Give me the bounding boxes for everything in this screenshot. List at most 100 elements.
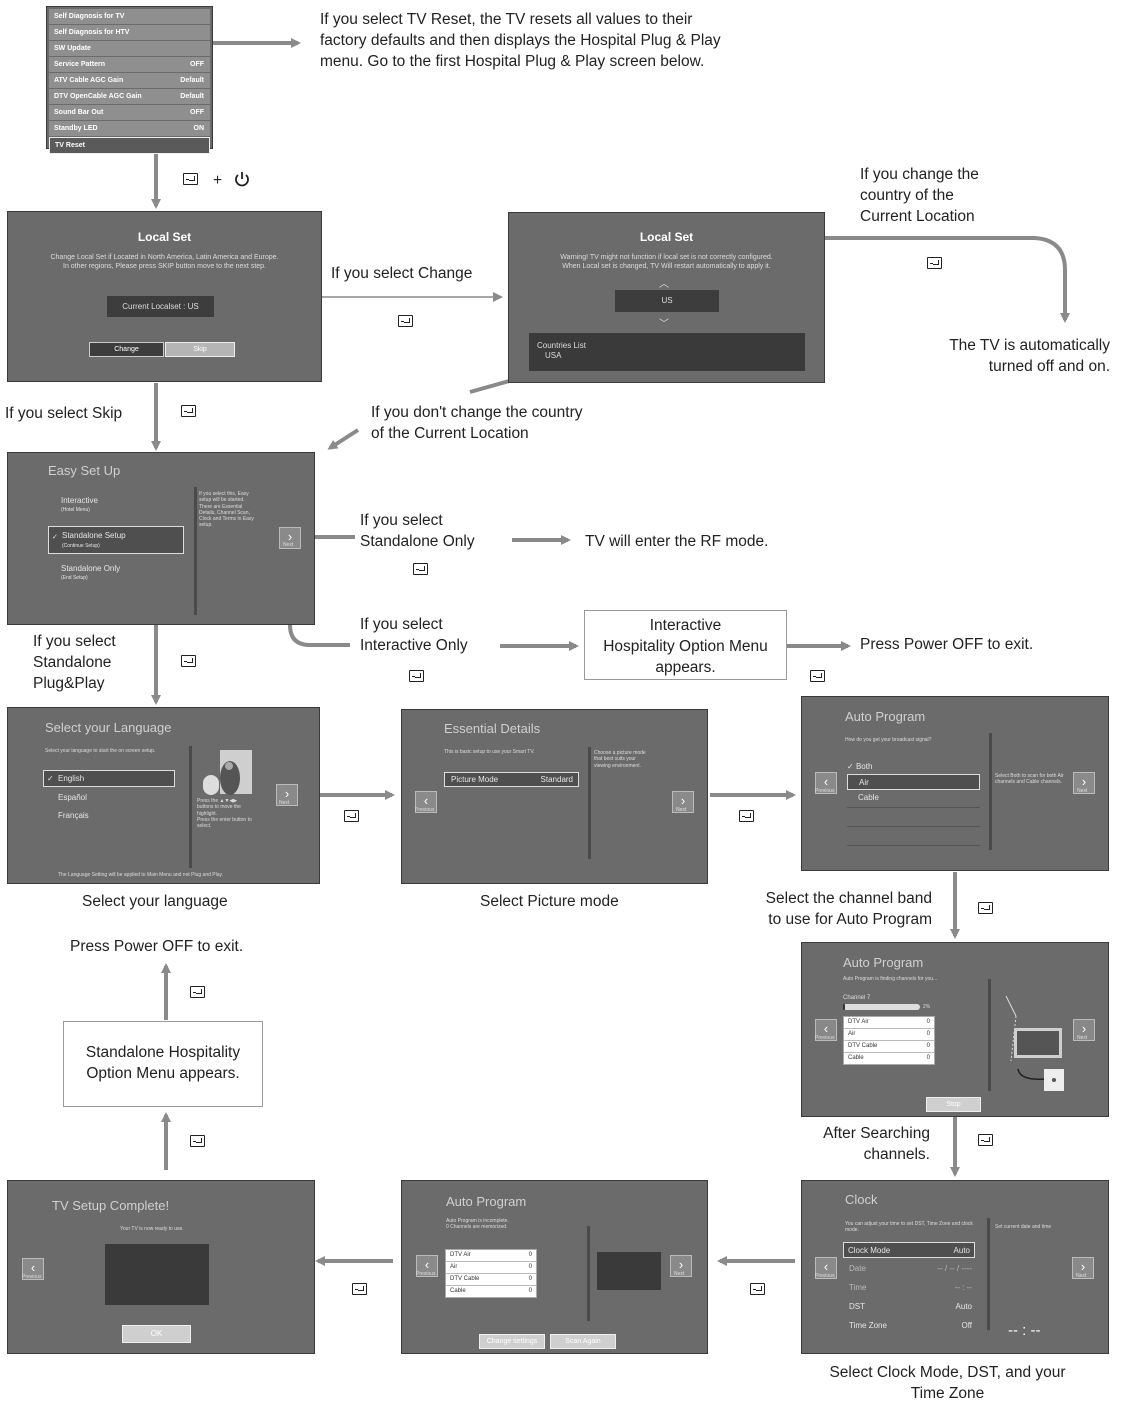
essential-details-screen: Essential Details This is basic setup to…: [401, 709, 708, 884]
list-item[interactable]: USA: [545, 351, 562, 360]
change-button[interactable]: Change: [89, 342, 164, 357]
service-menu-item[interactable]: SW Update: [49, 41, 210, 57]
option-sub: (End Setup): [61, 575, 88, 581]
option-standalone-setup[interactable]: ✓ Standalone Setup (Continue Setup): [48, 526, 184, 554]
previous-label: Previous: [815, 788, 835, 794]
picture-mode-row[interactable]: Picture Mode Standard: [444, 772, 579, 787]
text-line: select.: [197, 823, 212, 829]
service-menu-item[interactable]: Self Diagnosis for HTV: [49, 25, 210, 41]
text-line: There are Essential: [199, 503, 243, 510]
screen-title: Auto Program: [845, 709, 926, 724]
skip-button[interactable]: Skip: [165, 342, 235, 357]
row-value: -- / -- / ----: [937, 1264, 972, 1273]
option-both[interactable]: ✓ Both: [847, 762, 872, 771]
option-cable[interactable]: Cable: [858, 793, 879, 802]
enter-icon: [927, 257, 942, 269]
list-divider: [847, 845, 980, 846]
text-line: When Local set is changed, TV Will resta…: [562, 262, 771, 270]
menu-item-value: Default: [180, 77, 204, 84]
country-value[interactable]: US: [615, 290, 719, 312]
screen-title: TV Setup Complete!: [52, 1198, 170, 1213]
enter-icon: [183, 173, 198, 185]
note-line: The TV is automatically: [949, 337, 1110, 354]
note-line: Hospitality Option Menu: [603, 638, 768, 655]
next-button[interactable]: ›: [1072, 1257, 1094, 1279]
easy-setup-screen: Easy Set Up Interactive (Hotel Menu) ✓ S…: [7, 452, 315, 625]
ok-button[interactable]: OK: [122, 1325, 191, 1343]
change-settings-button[interactable]: Change settings: [479, 1334, 545, 1349]
menu-item-label: SW Update: [54, 45, 91, 52]
row-value: Auto: [955, 1302, 972, 1311]
screen-title: Local Set: [639, 230, 694, 244]
next-button[interactable]: ›: [1073, 772, 1095, 794]
previous-button[interactable]: ‹: [22, 1258, 44, 1280]
next-button[interactable]: ›: [1073, 1019, 1095, 1041]
menu-item-label: Self Diagnosis for HTV: [54, 29, 130, 36]
note-line: Select the channel band: [765, 890, 932, 907]
chevron-up-icon[interactable]: ︿: [659, 279, 669, 290]
note-line: Standalone Only: [360, 533, 475, 550]
previous-button[interactable]: ‹: [815, 1019, 837, 1041]
language-english[interactable]: ✓ English: [43, 770, 175, 787]
note-line: Select Clock Mode, DST, and your: [829, 1364, 1066, 1381]
progress-percent: 2%: [923, 1004, 931, 1010]
next-label: Next: [283, 542, 294, 548]
note-line: channels.: [863, 1146, 930, 1163]
clock-mode-row[interactable]: Clock Mode Auto: [843, 1242, 975, 1258]
menu-item-label: Standby LED: [54, 125, 98, 132]
description: Set current date and time: [995, 1224, 1052, 1230]
next-label: Next: [1077, 1035, 1088, 1041]
note-line: menu. Go to the first Hospital Plug & Pl…: [320, 53, 705, 70]
language-espanol[interactable]: Español: [58, 793, 87, 802]
option-air[interactable]: Air: [847, 774, 980, 790]
next-button[interactable]: ›: [672, 791, 694, 813]
enter-icon: [181, 655, 196, 667]
stop-button[interactable]: Stop: [926, 1097, 981, 1112]
row-label: DTV Air: [848, 1019, 869, 1025]
row-value: 0: [926, 1043, 930, 1049]
previous-button[interactable]: ‹: [815, 1257, 837, 1279]
note-line: If you select: [360, 616, 443, 633]
option-standalone-only[interactable]: Standalone Only (End Setup): [61, 564, 120, 581]
enter-icon: [181, 405, 196, 417]
note-line: If you select TV Reset, the TV resets al…: [320, 11, 693, 28]
menu-item-value: OFF: [190, 61, 204, 68]
caption-picture: Select Picture mode: [480, 893, 619, 910]
countries-list[interactable]: Countries List USA: [529, 333, 805, 371]
previous-button[interactable]: ‹: [815, 772, 837, 794]
next-button[interactable]: ›: [670, 1255, 692, 1277]
previous-button[interactable]: ‹: [415, 791, 437, 813]
option-interactive[interactable]: Interactive (Hotel Menu): [61, 496, 98, 513]
previous-button[interactable]: ‹: [416, 1255, 438, 1277]
next-button[interactable]: ›: [279, 527, 301, 549]
language-francais[interactable]: Français: [58, 811, 89, 820]
tv-preview: [105, 1244, 209, 1305]
check-icon: ✓: [47, 774, 54, 783]
note-line: Plug&Play: [33, 675, 105, 692]
next-label: Next: [279, 800, 290, 806]
screen-title: Essential Details: [444, 721, 541, 736]
row-value: 0: [528, 1264, 532, 1270]
description: Select Both to scan for both Air channel…: [995, 773, 1064, 786]
note-if-standalone-pp: If you select Standalone Plug&Play: [33, 631, 116, 694]
enter-icon: [352, 1283, 367, 1295]
enter-icon: [409, 670, 424, 682]
chevron-down-icon[interactable]: ﹀: [659, 319, 669, 330]
enter-icon: [810, 670, 825, 682]
next-button[interactable]: ›: [276, 784, 298, 806]
option-label: Standalone Only: [61, 564, 121, 573]
service-menu-item[interactable]: Self Diagnosis for TV: [49, 9, 210, 25]
service-menu-list: Self Diagnosis for TV Self Diagnosis for …: [49, 9, 210, 154]
row-label: Air: [848, 1031, 856, 1037]
row-value: 0: [528, 1288, 532, 1294]
text-line: Details, Channel Scan,: [199, 509, 250, 516]
service-menu-item[interactable]: TV Reset: [49, 137, 210, 154]
service-menu: Self Diagnosis for TV Self Diagnosis for …: [46, 6, 213, 154]
scan-again-button[interactable]: Scan Again: [550, 1334, 616, 1349]
